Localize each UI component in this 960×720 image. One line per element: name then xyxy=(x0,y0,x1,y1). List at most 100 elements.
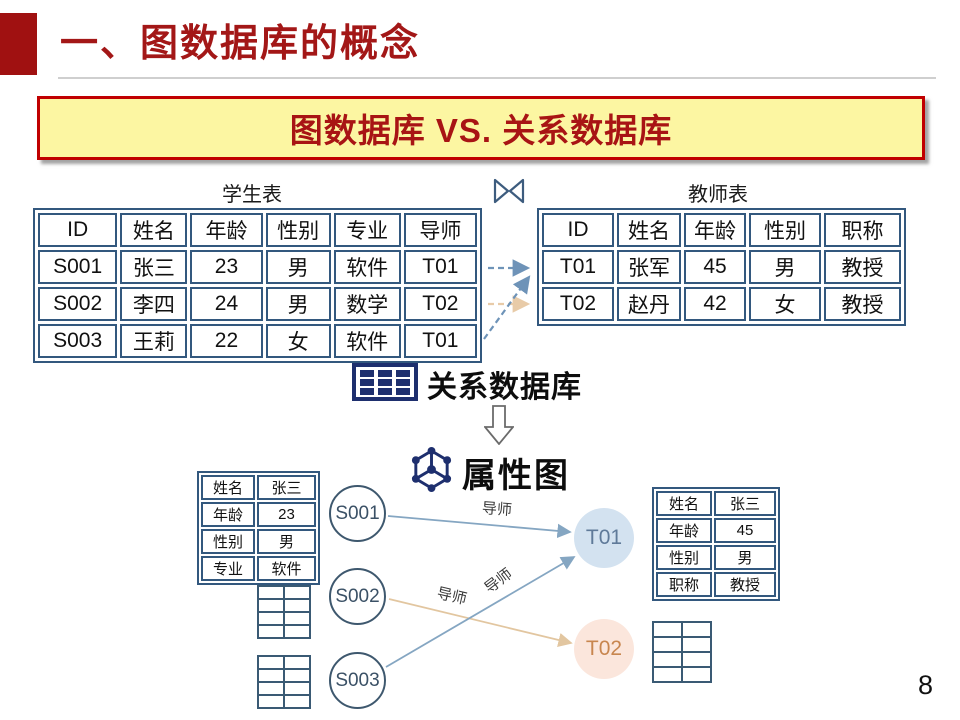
cell: 男 xyxy=(265,250,331,284)
cell: 王莉 xyxy=(120,324,188,358)
node-t02: T02 xyxy=(574,619,634,679)
title-accent-block xyxy=(0,13,37,75)
prop-key: 姓名 xyxy=(201,475,255,500)
column-header: 年龄 xyxy=(190,213,263,247)
empty-property-table xyxy=(257,585,311,639)
prop-key: 职称 xyxy=(656,572,712,597)
cell: 24 xyxy=(190,287,263,321)
cell: S002 xyxy=(38,287,118,321)
cell: 李四 xyxy=(120,287,188,321)
column-header: 导师 xyxy=(403,213,477,247)
pk-cell: T02 xyxy=(542,287,614,321)
fk-cell: T02 xyxy=(403,287,477,321)
column-header: 性别 xyxy=(749,213,821,247)
graph-hexagon-icon xyxy=(408,446,455,498)
node-label: S001 xyxy=(335,502,380,524)
cell: 女 xyxy=(749,287,821,321)
fk-cell: T01 xyxy=(403,250,477,284)
table-row: T01 张军 45 男 教授 xyxy=(542,250,901,284)
node-t01: T01 xyxy=(574,508,634,568)
cell: 女 xyxy=(265,324,331,358)
table-row: T02 赵丹 42 女 教授 xyxy=(542,287,901,321)
node-label: S003 xyxy=(335,669,380,691)
student-table-caption: 学生表 xyxy=(222,184,282,206)
prop-key: 专业 xyxy=(201,556,255,581)
column-header: ID xyxy=(542,213,614,247)
cell: 教授 xyxy=(824,287,901,321)
column-header: 专业 xyxy=(333,213,401,247)
prop-value: 教授 xyxy=(714,572,776,597)
prop-value: 男 xyxy=(257,529,316,554)
prop-value: 软件 xyxy=(257,556,316,581)
prop-value: 男 xyxy=(714,545,776,570)
node-label: S002 xyxy=(335,585,380,607)
vs-banner-text: 图数据库 VS. 关系数据库 xyxy=(289,112,673,149)
cell: 张三 xyxy=(120,250,188,284)
prop-value: 张三 xyxy=(257,475,316,500)
table-row: S002 李四 24 男 数学 T02 xyxy=(38,287,477,321)
cell: 22 xyxy=(190,324,263,358)
property-graph-label: 属性图 xyxy=(462,456,570,495)
column-header: 姓名 xyxy=(617,213,681,247)
node-label: T01 xyxy=(585,526,623,549)
cell: 软件 xyxy=(333,324,401,358)
column-header: 年龄 xyxy=(684,213,746,247)
edge-label-mentor: 导师 xyxy=(481,499,513,520)
relational-db-row: 关系数据库 xyxy=(352,362,582,406)
pk-cell: T01 xyxy=(542,250,614,284)
table-row: S001 张三 23 男 软件 T01 xyxy=(38,250,477,284)
cell: 男 xyxy=(749,250,821,284)
edge-label-mentor: 导师 xyxy=(481,565,516,598)
teacher-table: ID 姓名 年龄 性别 职称 T01 张军 45 男 教授 T02 赵丹 42 … xyxy=(537,208,906,326)
prop-key: 年龄 xyxy=(201,502,255,527)
node-s001: S001 xyxy=(329,485,386,542)
edge-s003-t01 xyxy=(385,556,576,668)
cell: 教授 xyxy=(824,250,901,284)
property-graph-row: 属性图 xyxy=(408,446,570,498)
cell: 45 xyxy=(684,250,746,284)
edge-s002-t02 xyxy=(388,598,573,648)
cell: S003 xyxy=(38,324,118,358)
student-table: ID 姓名 年龄 性别 专业 导师 S001 张三 23 男 软件 T01 S0… xyxy=(33,208,482,363)
edge-label-mentor: 导师 xyxy=(435,584,469,609)
fk-arrow-t01-row3 xyxy=(483,275,531,340)
fk-cell: T01 xyxy=(403,324,477,358)
prop-key: 年龄 xyxy=(656,518,712,543)
node-s002: S002 xyxy=(329,568,386,625)
node-label: T02 xyxy=(585,637,623,660)
cell: 数学 xyxy=(333,287,401,321)
empty-property-table xyxy=(257,655,311,709)
cell: 42 xyxy=(684,287,746,321)
t01-property-table: 姓名 张三 年龄 45 性别 男 职称 教授 xyxy=(652,487,780,601)
teacher-table-caption: 教师表 xyxy=(688,184,748,206)
prop-key: 性别 xyxy=(656,545,712,570)
page-number: 8 xyxy=(918,670,934,700)
prop-key: 性别 xyxy=(201,529,255,554)
cell: 男 xyxy=(265,287,331,321)
cell: 23 xyxy=(190,250,263,284)
vs-banner: 图数据库 VS. 关系数据库 xyxy=(37,96,925,160)
prop-value: 23 xyxy=(257,502,316,527)
prop-value: 45 xyxy=(714,518,776,543)
column-header: 姓名 xyxy=(120,213,188,247)
table-grid-icon xyxy=(352,362,418,406)
student-header-row: ID 姓名 年龄 性别 专业 导师 xyxy=(38,213,477,247)
prop-value: 张三 xyxy=(714,491,776,516)
page-title: 一、图数据库的概念 xyxy=(60,23,421,65)
cell: 张军 xyxy=(617,250,681,284)
cell: S001 xyxy=(38,250,118,284)
down-arrow-icon xyxy=(483,405,515,450)
table-row: S003 王莉 22 女 软件 T01 xyxy=(38,324,477,358)
column-header: 职称 xyxy=(824,213,901,247)
column-header: ID xyxy=(38,213,118,247)
empty-property-table xyxy=(652,621,712,683)
column-header: 性别 xyxy=(265,213,331,247)
edge-s001-t01 xyxy=(387,515,572,539)
join-bowtie-icon xyxy=(493,178,525,209)
relational-db-label: 关系数据库 xyxy=(427,371,582,404)
title-divider xyxy=(58,77,936,79)
prop-key: 姓名 xyxy=(656,491,712,516)
node-s003: S003 xyxy=(329,652,386,709)
s001-property-table: 姓名 张三 年龄 23 性别 男 专业 软件 xyxy=(197,471,320,585)
